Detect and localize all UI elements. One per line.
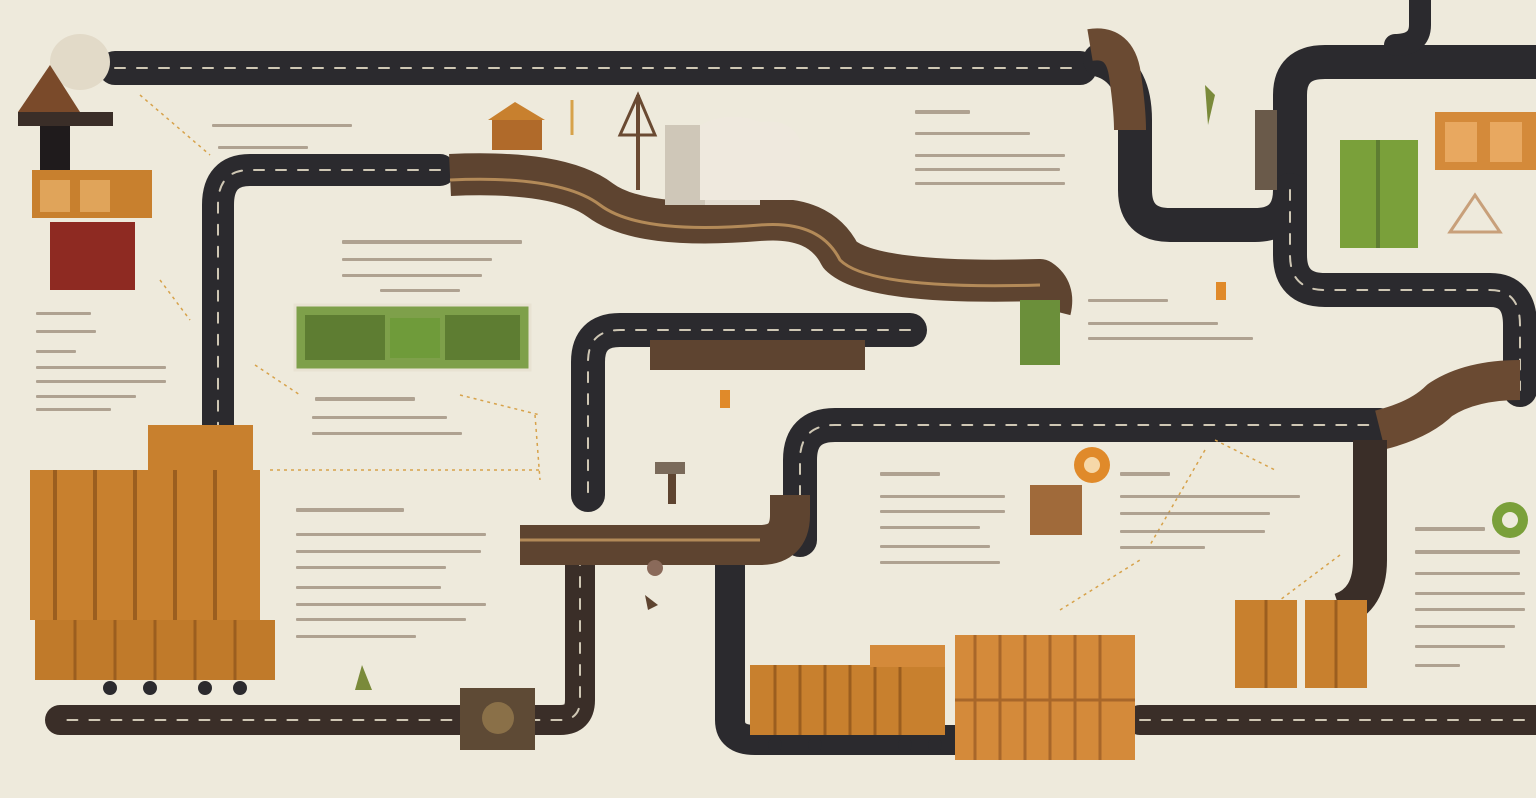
- connector-lines: [139, 94, 1341, 611]
- house-icon: [18, 65, 80, 112]
- pipe-right: [1374, 360, 1521, 450]
- bottom-truck: [750, 635, 1135, 760]
- left-warehouse: [18, 34, 152, 290]
- pipe-top-right: [1087, 28, 1146, 131]
- center-elements: [293, 303, 730, 750]
- tree-icon: [355, 665, 372, 690]
- pipe-lower: [520, 495, 810, 565]
- pipe-upper: [449, 153, 1073, 316]
- conveyor-pipes: [449, 28, 1521, 627]
- red-container: [50, 222, 135, 290]
- road-network: [45, 0, 1536, 755]
- left-crate-stack: [30, 425, 275, 695]
- top-factory: [488, 91, 1060, 365]
- right-elements: [1030, 85, 1536, 688]
- road-center-down: [715, 540, 975, 755]
- platform-center: [650, 340, 865, 370]
- box-icon: [1030, 485, 1082, 535]
- green-tank: [1020, 300, 1060, 365]
